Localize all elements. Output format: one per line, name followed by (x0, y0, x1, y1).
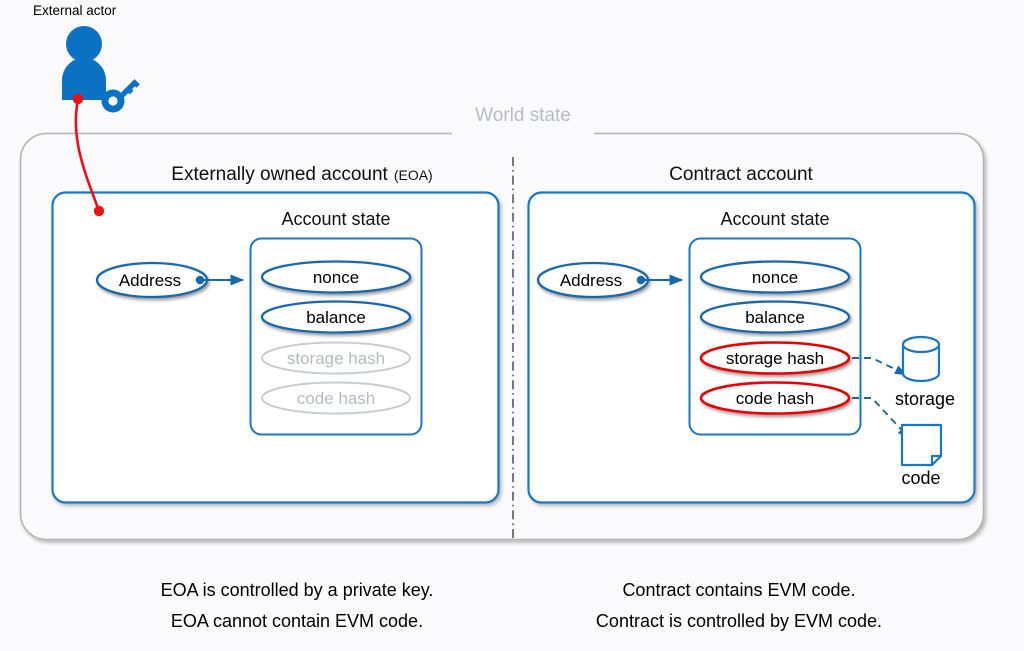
storage-hash-to-storage-link (852, 357, 908, 376)
contract-field-oval-code-hash (699, 381, 851, 415)
contract-field-label-code-hash: code hash (735, 389, 815, 408)
contract-field-oval-storage-hash (699, 341, 851, 375)
person-icon (62, 26, 106, 100)
private-key-control-link (72, 93, 105, 217)
eoa-field-label-storage-hash: storage hash (286, 349, 386, 368)
eoa-field-label-code-hash: code hash (296, 389, 376, 408)
eoa-account-state-title: Account state (281, 209, 391, 229)
code-artifact-label: code (901, 468, 941, 488)
eoa-field-label-balance: balance (306, 308, 366, 327)
code-hash-to-code-link (852, 397, 910, 439)
eoa-field-oval-nonce (260, 260, 412, 294)
contract-field-oval-balance (699, 300, 851, 334)
contract-field-label-storage-hash: storage hash (725, 349, 825, 368)
contract-field-label-balance: balance (745, 308, 805, 327)
eoa-panel-title-main: Externally owned account (171, 164, 388, 185)
external-actor-label: External actor (33, 3, 117, 18)
contract-panel-title-main: Contract account (669, 164, 813, 185)
contract-address-anchor-dot (636, 275, 646, 285)
eoa-field-oval-balance (260, 300, 412, 334)
eoa-address-anchor-dot (195, 275, 205, 285)
eoa-address-label: Address (118, 271, 182, 290)
contract-account-state-title: Account state (720, 209, 830, 229)
contract-field-label-nonce: nonce (751, 268, 799, 287)
world-state-label: World state (475, 105, 571, 126)
eoa-panel-title-suffix: (EOA) (393, 167, 433, 183)
eoa-caption-line-1: EOA is controlled by a private key. (160, 580, 434, 600)
eoa-panel-title: Externally owned account (EOA) (171, 165, 432, 184)
eoa-field-oval-storage-hash (261, 341, 411, 375)
database-cylinder-icon (901, 335, 941, 383)
document-note-icon (900, 423, 943, 467)
contract-panel-title: Contract account (669, 165, 813, 184)
contract-address-label: Address (559, 271, 623, 290)
storage-artifact-label: storage (894, 389, 956, 409)
key-icon (101, 79, 140, 113)
eoa-field-oval-code-hash (261, 381, 411, 415)
contract-field-oval-nonce (699, 260, 851, 294)
eoa-caption-line-2: EOA cannot contain EVM code. (170, 611, 424, 631)
contract-caption-line-2: Contract is controlled by EVM code. (595, 611, 883, 631)
eoa-field-label-nonce: nonce (312, 268, 360, 287)
contract-caption-line-1: Contract contains EVM code. (622, 580, 856, 600)
